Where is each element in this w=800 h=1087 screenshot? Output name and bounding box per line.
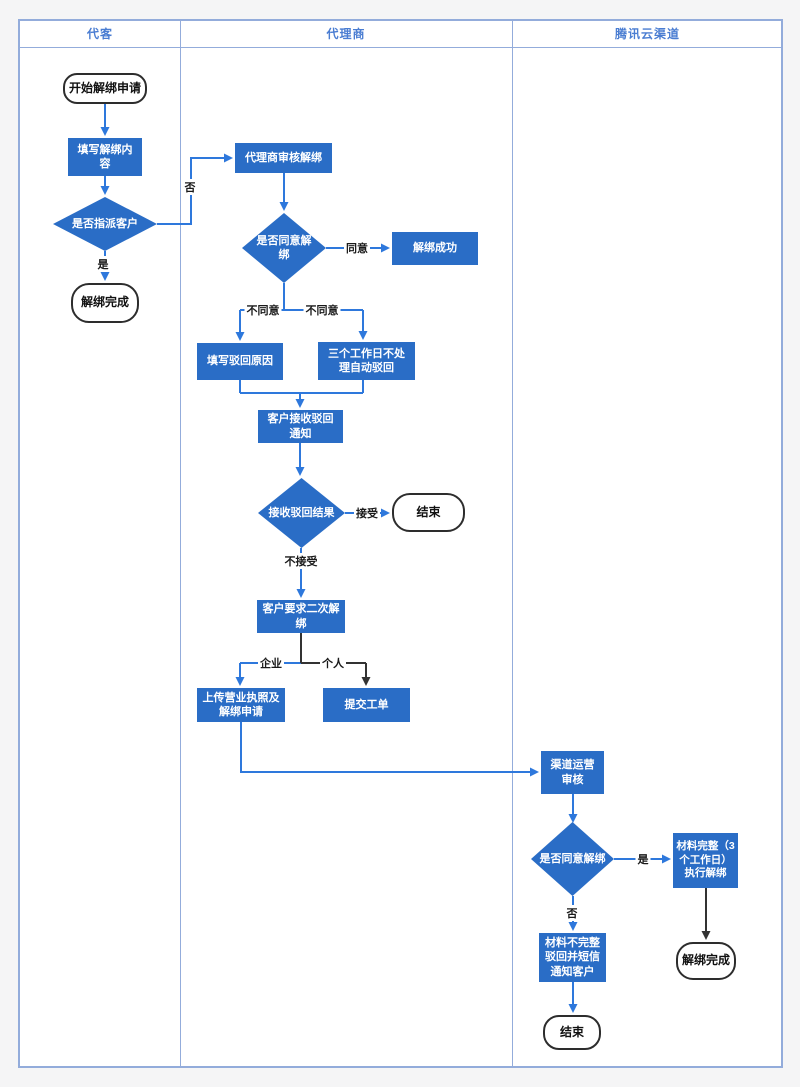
edge-label-yes-2: 是	[635, 851, 651, 867]
node-agent-review: 代理商审核解绑	[235, 143, 332, 173]
node-auto-reject-3-days: 三个工作日不处理自动驳回	[318, 342, 415, 380]
node-end-terminator-2: 结束	[543, 1015, 601, 1050]
node-second-unbind-request: 客户要求二次解绑	[257, 600, 345, 633]
lane-header-underline	[18, 47, 783, 48]
edge-label-personal: 个人	[320, 655, 346, 671]
edge-label-agree: 同意	[344, 240, 370, 256]
node-unbind-complete-terminator-1: 解绑完成	[71, 283, 139, 323]
node-channel-operation-review: 渠道运营审核	[541, 751, 604, 794]
node-unbind-complete-terminator-2: 解绑完成	[676, 942, 736, 980]
node-fill-reject-reason: 填写驳回原因	[197, 343, 283, 380]
node-fill-unbind-content: 填写解绑内容	[68, 138, 142, 176]
node-start-terminator: 开始解绑申请	[63, 73, 147, 104]
node-material-complete-execute: 材料完整（3个工作日）执行解绑	[673, 833, 738, 888]
edge-label-not-accept: 不接受	[282, 553, 320, 569]
lane-header-tencent-channel: 腾讯云渠道	[614, 26, 680, 41]
edge-label-no-2: 否	[564, 905, 580, 921]
edge-label-disagree-left: 不同意	[244, 302, 282, 318]
node-material-incomplete-reject: 材料不完整驳回并短信通知客户	[539, 933, 606, 982]
node-end-terminator-1: 结束	[392, 493, 465, 532]
edge-label-no-1: 否	[182, 179, 198, 195]
node-submit-ticket: 提交工单	[323, 688, 410, 722]
node-unbind-success: 解绑成功	[392, 232, 478, 265]
diagram-canvas	[18, 19, 783, 1068]
lane-header-agent: 代理商	[326, 26, 366, 41]
lane-divider-2	[512, 19, 513, 1068]
edge-label-disagree-right: 不同意	[303, 302, 341, 318]
lane-divider-1	[180, 19, 181, 1068]
edge-label-accept: 接受	[354, 505, 380, 521]
node-customer-receives-reject-notice: 客户接收驳回通知	[258, 410, 343, 443]
node-upload-business-license: 上传营业执照及解绑申请	[197, 688, 285, 722]
edge-label-yes-1: 是	[95, 256, 111, 272]
lane-header-customer-proxy: 代客	[86, 26, 113, 41]
edge-label-enterprise: 企业	[258, 655, 284, 671]
